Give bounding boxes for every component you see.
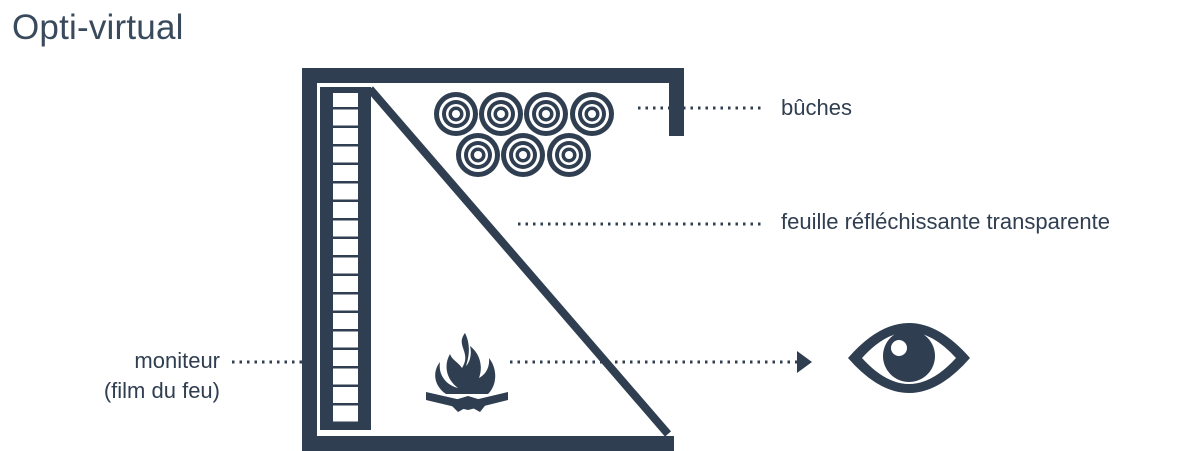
film-frame-divider [333,421,358,424]
film-frame-divider [333,366,358,369]
log-end-icon [547,133,591,177]
label-logs: bûches [781,95,852,120]
label-reflective-film: feuille réfléchissante transparente [781,209,1110,234]
film-frame-divider [333,384,358,387]
film-frame-divider [333,107,358,110]
film-frame-divider [333,181,358,184]
film-frame-divider [333,347,358,350]
fireplace-frame [302,68,684,451]
page-title: Opti-virtual [12,8,184,47]
log-end-icon [434,92,478,136]
log-end-icon [570,92,614,136]
label-monitor-line2: (film du feu) [103,378,220,403]
film-frame-divider [333,236,358,239]
film-frame-divider [333,144,358,147]
label-monitor-line1: moniteur [134,348,220,373]
film-frame-divider [333,218,358,221]
monitor-film-strip [320,87,371,430]
fire-icon [426,333,508,412]
film-frame-divider [333,199,358,202]
film-frame-divider [333,125,358,128]
film-frame-divider [333,255,358,258]
log-end-icon [501,133,545,177]
film-frame-divider [333,329,358,332]
film-frame-divider [333,403,358,406]
film-frame-divider [333,292,358,295]
log-end-icon [479,92,523,136]
arrow-head [797,351,812,373]
dotted-leaders [232,106,798,364]
film-frame-divider [333,162,358,165]
log-end-icon [524,92,568,136]
log-end-icon [456,133,500,177]
reflective-sheet [366,86,672,437]
eye-icon [848,323,970,393]
label-monitor: moniteur (film du feu) [60,346,220,406]
logs-group [434,92,614,177]
film-frame-divider [333,273,358,276]
film-frame-divider [333,310,358,313]
